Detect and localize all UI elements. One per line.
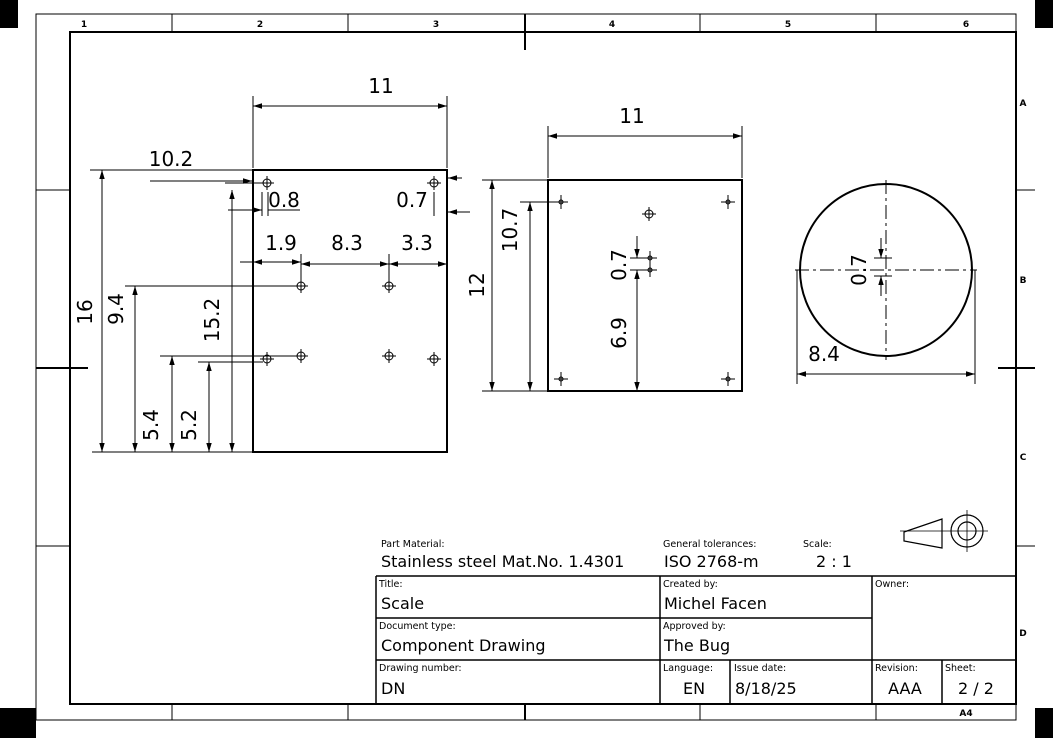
column-label: 5 xyxy=(785,20,791,30)
dimension-text: 0.7 xyxy=(396,188,428,212)
corner-mark-tl xyxy=(0,0,18,28)
language-value: EN xyxy=(683,679,705,698)
language-label: Language: xyxy=(663,663,713,674)
hole-mark xyxy=(382,279,396,293)
row-label: C xyxy=(1020,453,1027,463)
dimension-text: 15.2 xyxy=(200,298,224,343)
dimension-text: 0.7 xyxy=(607,249,631,281)
dimension-text: 16 xyxy=(73,299,97,324)
dimension-text: 1.9 xyxy=(265,231,297,255)
side-view-dimension-lines xyxy=(482,126,743,392)
document-type-value: Component Drawing xyxy=(381,636,546,655)
side-view-outline xyxy=(547,179,743,392)
approved-by-label: Approved by: xyxy=(663,621,726,632)
column-label: 1 xyxy=(81,20,87,30)
hole-mark xyxy=(642,207,656,221)
side-view-holes xyxy=(554,195,735,386)
row-label: B xyxy=(1020,276,1027,286)
sheet-label: Sheet: xyxy=(945,663,976,674)
hole-mark xyxy=(427,352,441,366)
projection-symbol-icon xyxy=(900,510,988,552)
dimension-text: 5.4 xyxy=(139,409,163,441)
column-label: 3 xyxy=(433,20,439,30)
dimension-text: 0.7 xyxy=(847,254,871,286)
dimension-text: 5.2 xyxy=(177,409,201,441)
revision-label: Revision: xyxy=(875,663,918,674)
dimension-text: 10.7 xyxy=(498,208,522,253)
dimension-text: 8.4 xyxy=(808,342,840,366)
dimension-text: 0.8 xyxy=(268,188,300,212)
dimension-text: 9.4 xyxy=(104,293,128,325)
dimension-text: 8.3 xyxy=(331,231,363,255)
title-value: Scale xyxy=(381,594,424,613)
material-value: Stainless steel Mat.No. 1.4301 xyxy=(381,552,624,571)
owner-label: Owner: xyxy=(875,579,909,590)
dimension-text: 6.9 xyxy=(607,317,631,349)
hole-mark xyxy=(260,352,274,366)
hole-mark xyxy=(260,176,274,190)
title-label: Title: xyxy=(378,579,403,590)
corner-mark-br xyxy=(1035,708,1053,738)
hole-mark xyxy=(382,349,396,363)
revision-value: AAA xyxy=(888,679,922,698)
document-type-label: Document type: xyxy=(379,621,456,632)
issue-date-label: Issue date: xyxy=(734,663,786,674)
column-label: 6 xyxy=(963,20,969,30)
side-view-dimension-texts: 11 12 10.7 0.7 6.9 xyxy=(465,104,645,349)
grid-labels: 1 2 3 4 5 6 A B C D A4 xyxy=(81,20,1027,719)
column-label: 4 xyxy=(609,20,615,30)
tolerances-value: ISO 2768-m xyxy=(664,552,759,571)
side-view: 11 12 10.7 0.7 6.9 xyxy=(465,104,743,392)
tolerances-label: General tolerances: xyxy=(663,539,756,550)
circular-view-dimension-lines xyxy=(796,238,976,384)
front-view-dimension-texts: 11 10.2 0.8 0.7 1.9 8.3 3.3 16 9.4 15.2 … xyxy=(73,74,433,441)
issue-date-value: 8/18/25 xyxy=(735,679,797,698)
sheet-value: 2 / 2 xyxy=(958,679,994,698)
front-view-outline xyxy=(252,169,448,453)
row-label: D xyxy=(1019,629,1026,639)
circular-view-centerlines xyxy=(795,180,977,360)
dimension-text: 10.2 xyxy=(149,147,194,171)
title-block: Part Material: Stainless steel Mat.No. 1… xyxy=(375,539,1016,704)
dimension-text: 11 xyxy=(619,104,644,128)
hole-mark xyxy=(721,372,735,386)
hole-mark xyxy=(554,372,568,386)
column-label: 2 xyxy=(257,20,263,30)
front-view-dimension-lines xyxy=(90,96,470,453)
scale-value: 2 : 1 xyxy=(816,552,852,571)
corner-mark-bl xyxy=(0,708,36,738)
hole-mark xyxy=(427,176,441,190)
dimension-text: 11 xyxy=(368,74,393,98)
dimension-text: 12 xyxy=(465,272,489,297)
dimension-text: 3.3 xyxy=(401,231,433,255)
drawing-number-label: Drawing number: xyxy=(379,663,462,674)
created-by-value: Michel Facen xyxy=(664,594,767,613)
row-label: A xyxy=(1020,99,1027,109)
created-by-label: Created by: xyxy=(663,579,718,590)
front-view: 11 10.2 0.8 0.7 1.9 8.3 3.3 16 9.4 15.2 … xyxy=(73,74,470,453)
approved-by-value: The Bug xyxy=(663,636,730,655)
material-label: Part Material: xyxy=(381,539,445,550)
circular-view: 0.7 8.4 xyxy=(795,180,977,384)
circular-view-dimension-texts: 0.7 8.4 xyxy=(808,254,871,366)
hole-mark xyxy=(721,195,735,209)
drawing-number-value: DN xyxy=(381,679,405,698)
scale-label: Scale: xyxy=(803,539,832,550)
sheet-format-label: A4 xyxy=(959,709,972,719)
corner-mark-tr xyxy=(1035,0,1053,28)
